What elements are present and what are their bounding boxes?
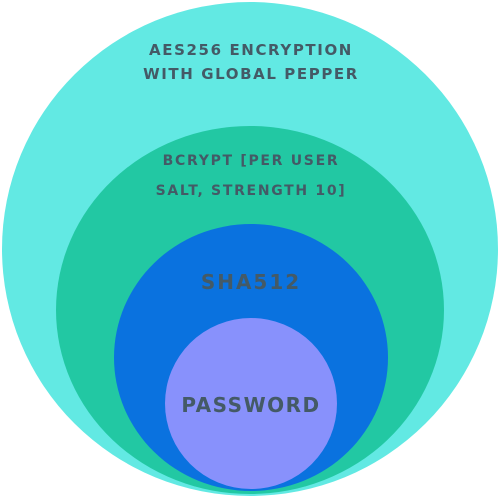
password-label: PASSWORD	[0, 391, 502, 419]
global-pepper-label-line: WITH GLOBAL PEPPER	[143, 65, 359, 83]
bcrypt-label-line: BCRYPT [PER USER	[162, 153, 340, 169]
bcrypt-label: BCRYPT [PER USER SALT, STRENGTH 10]	[0, 146, 502, 206]
password-label-line: PASSWORD	[181, 393, 321, 417]
global-pepper-label: AES256 ENCRYPTION WITH GLOBAL PEPPER	[0, 38, 502, 86]
password-layer	[165, 318, 337, 489]
sha512-label: SHA512	[0, 268, 502, 296]
sha512-label-line: SHA512	[200, 270, 302, 294]
global-pepper-label-line: AES256 ENCRYPTION	[149, 41, 353, 59]
bcrypt-label-line: SALT, STRENGTH 10]	[155, 183, 347, 199]
